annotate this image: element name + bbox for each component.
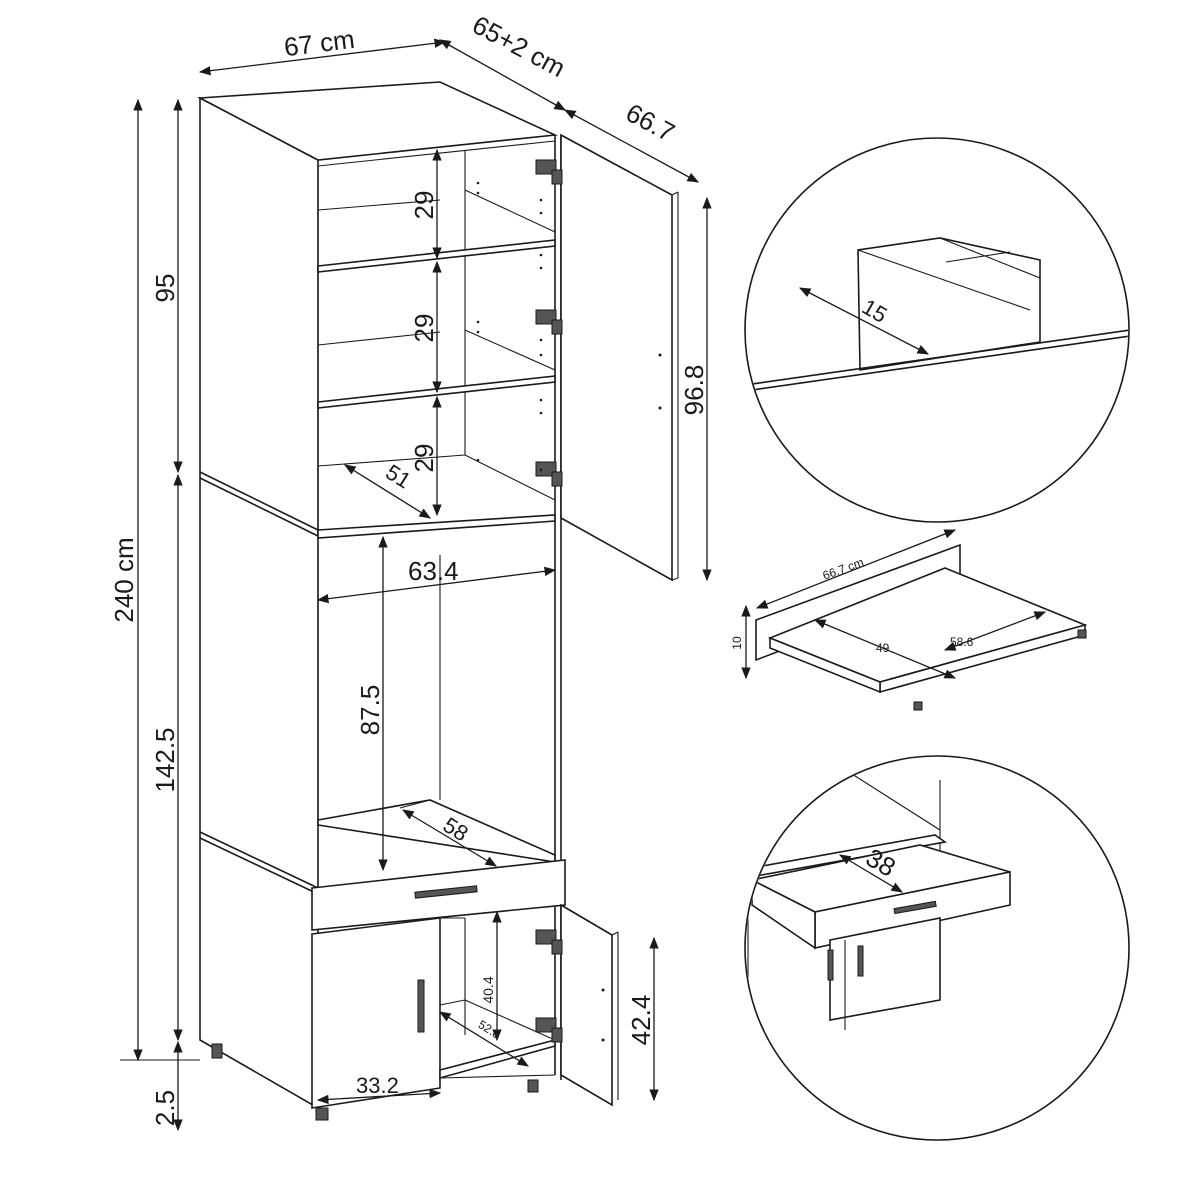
hinge-icon [535,461,563,487]
upper-bottom-shelf [317,514,556,539]
detail-panel-thickness: 15 [744,137,1130,523]
bottom-left-door[interactable] [311,917,441,1109]
bottom-door-width-label: 33.2 [356,1073,399,1098]
hinge-icon [535,309,563,335]
hinge-icon [535,929,563,955]
shelf-height-label: 10 [730,636,744,650]
door-height-label: 96.8 [679,365,709,416]
upper-door[interactable] [560,133,673,582]
hinge-icon [535,159,563,185]
bottom-inner-height-label: 40.4 [480,976,496,1003]
shelf-width-label: 66.7 cm [821,555,866,583]
shelf-height-1-label: 29 [409,191,439,220]
niche-floor [317,799,556,863]
detail-drawer: 38 [744,755,1130,1141]
bottom-floor [439,1038,556,1080]
bottom-door-height-label: 42.4 [626,995,656,1046]
leg-icon [315,1107,329,1121]
cabinet [197,81,679,1121]
width-top-label: 67 cm [282,24,356,62]
bottom-inner-depth-label: 52.8 [476,1017,504,1041]
drawer-handle-icon [414,885,478,899]
dimension-lines [120,38,712,1132]
shelf-depth-a-label: 49 [876,641,890,655]
height-upper-label: 95 [150,274,180,303]
depth-top-label: 65+2 cm [467,9,570,83]
niche-height-label: 87.5 [355,685,385,736]
height-lower-label: 142.5 [150,727,180,792]
bottom-door-handle-icon [417,979,425,1033]
cabinet-left-side [199,96,319,1110]
shelf-height-2-label: 29 [409,314,439,343]
height-legs-label: 2.5 [150,1090,180,1126]
detail-shelf: 66.7 cm 10 49 58.6 [730,529,1088,711]
hinge-icon [535,1017,563,1043]
shelf-height-3-label: 29 [409,444,439,473]
shelf-depth-b-label: 58.6 [950,635,974,649]
leg-icon [527,1079,539,1093]
bottom-right-door[interactable] [560,903,613,1107]
niche-width-label: 63.4 [408,556,459,586]
height-total-label: 240 cm [109,537,139,622]
leg-icon [211,1043,223,1059]
door-width-label: 66.7 [621,97,680,147]
